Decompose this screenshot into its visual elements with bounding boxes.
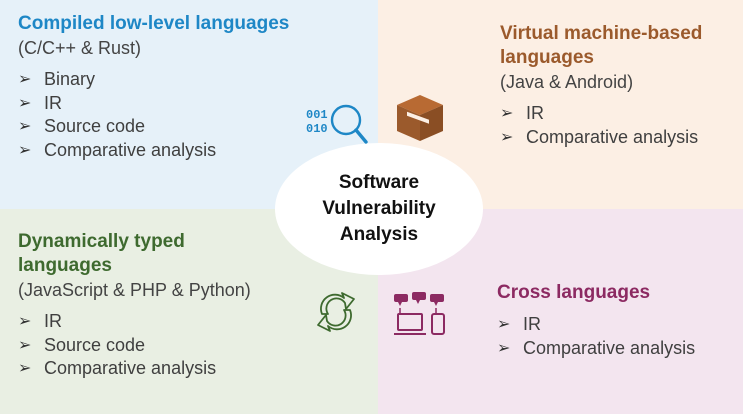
vm-title-line2: languages	[500, 47, 594, 68]
dynamic-subtitle: (JavaScript & PHP & Python)	[18, 280, 251, 300]
dynamic-item-list: ➢IR ➢Source code ➢Comparative analysis	[18, 310, 251, 381]
devices-chat-icon	[394, 292, 445, 335]
dynamic-title-line1: Dynamically typed	[18, 231, 185, 252]
list-item: ➢IR	[18, 92, 289, 116]
list-item: ➢Comparative analysis	[18, 357, 251, 381]
compiled-title: Compiled low-level languages	[18, 13, 290, 34]
cross-item-list: ➢IR ➢Comparative analysis	[497, 313, 695, 360]
center-ellipse: Software Vulnerability Analysis	[275, 143, 483, 275]
list-item: ➢Source code	[18, 115, 289, 139]
bullet-arrow-icon: ➢	[18, 313, 32, 330]
bullet-arrow-icon: ➢	[18, 118, 32, 135]
bullet-arrow-icon: ➢	[18, 360, 32, 377]
list-item: ➢IR	[497, 313, 695, 337]
bullet-arrow-icon: ➢	[18, 94, 32, 112]
bullet-arrow-icon: ➢	[497, 316, 511, 333]
cross-languages-block: Cross languages ➢IR ➢Comparative analysi…	[497, 281, 695, 360]
list-item: ➢Source code	[18, 334, 251, 358]
compiled-languages-block: Compiled low-level languages (C/C++ & Ru…	[18, 12, 289, 162]
svg-text:010: 010	[306, 122, 328, 136]
bullet-arrow-icon: ➢	[497, 339, 511, 357]
list-item: ➢Comparative analysis	[18, 139, 289, 163]
bullet-arrow-icon: ➢	[500, 128, 514, 146]
vm-item-list: ➢IR ➢Comparative analysis	[500, 102, 702, 149]
list-item: ➢Binary	[18, 68, 289, 92]
bullet-arrow-icon: ➢	[18, 71, 32, 88]
binary-search-icon: 001 010	[306, 104, 368, 144]
dynamic-languages-block: Dynamically typed languages (JavaScript …	[18, 230, 251, 381]
bullet-arrow-icon: ➢	[18, 336, 32, 354]
compiled-item-list: ➢Binary ➢IR ➢Source code ➢Comparative an…	[18, 68, 289, 162]
compiled-subtitle: (C/C++ & Rust)	[18, 38, 142, 58]
list-item: ➢Comparative analysis	[497, 337, 695, 361]
box-icon	[397, 95, 443, 141]
vm-subtitle: (Java & Android)	[500, 72, 634, 92]
bullet-arrow-icon: ➢	[500, 105, 514, 122]
dynamic-title-line2: languages	[18, 255, 112, 276]
refresh-arrows-icon	[317, 292, 355, 332]
list-item: ➢IR	[500, 102, 702, 126]
list-item: ➢Comparative analysis	[500, 126, 702, 150]
cross-title: Cross languages	[497, 282, 651, 303]
list-item: ➢IR	[18, 310, 251, 334]
vm-title-line1: Virtual machine-based	[500, 23, 703, 44]
center-label: Software Vulnerability Analysis	[322, 172, 436, 245]
bullet-arrow-icon: ➢	[18, 141, 32, 159]
svg-text:001: 001	[306, 108, 328, 122]
vm-languages-block: Virtual machine-based languages (Java & …	[500, 22, 702, 149]
